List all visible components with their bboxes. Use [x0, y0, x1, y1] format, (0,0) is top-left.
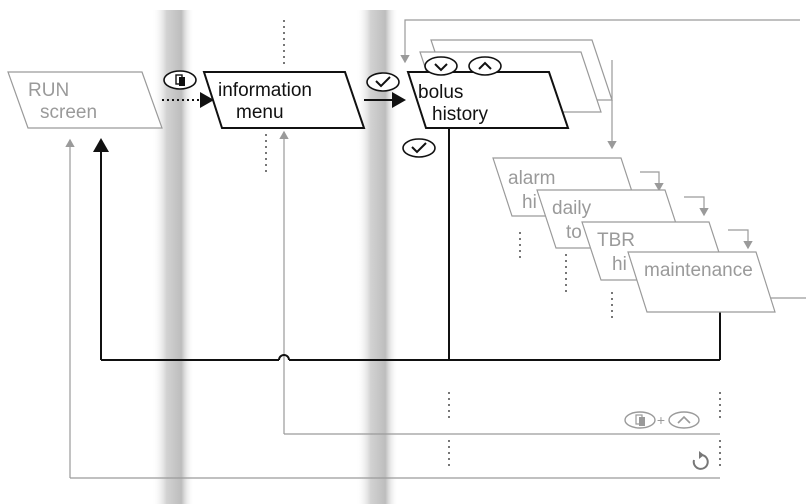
menu-plus-up-icon: +: [624, 411, 700, 429]
maintenance-label: maintenance: [644, 260, 753, 281]
run-screen-line1: RUN: [28, 80, 69, 101]
combo-plus-sign: +: [657, 412, 665, 428]
daily-totals-line2: to: [566, 222, 582, 243]
tbr-history-line1: TBR: [597, 230, 635, 251]
bolus-history-line1: bolus: [418, 82, 463, 103]
tbr-to-maint: [728, 229, 753, 250]
node-maintenance[interactable]: maintenance: [627, 251, 776, 313]
shade-band-left: [152, 10, 194, 504]
node-information-menu[interactable]: information menu: [202, 71, 366, 129]
alarm-history-line2: hi: [522, 192, 537, 213]
node-run-screen[interactable]: RUN screen: [7, 71, 163, 129]
information-menu-line1: information: [218, 80, 312, 101]
node-bolus-history[interactable]: bolus history: [406, 71, 570, 129]
check-icon[interactable]: [366, 72, 400, 92]
information-menu-line2: menu: [236, 102, 284, 123]
wrap-top-line: [400, 19, 800, 64]
tbr-history-line2: hi: [612, 254, 627, 275]
chevron-down-icon[interactable]: [424, 56, 458, 76]
menu-icon[interactable]: [163, 70, 197, 90]
daily-to-tbr: [684, 196, 709, 217]
shade-band-right: [356, 10, 398, 504]
bolus-history-line2: history: [432, 104, 488, 125]
dotted-lines: [265, 20, 721, 468]
daily-totals-line1: daily: [552, 198, 592, 219]
grey-connectors: [65, 19, 806, 479]
alarm-to-daily: [640, 171, 664, 192]
check-icon[interactable]: [402, 138, 436, 158]
chevron-up-icon[interactable]: [468, 56, 502, 76]
run-screen-line2: screen: [40, 102, 97, 123]
black-connectors: [93, 92, 721, 361]
alarm-history-line1: alarm: [508, 168, 556, 189]
line-hop: [278, 354, 290, 361]
timeout-arrow-icon: [692, 451, 709, 470]
